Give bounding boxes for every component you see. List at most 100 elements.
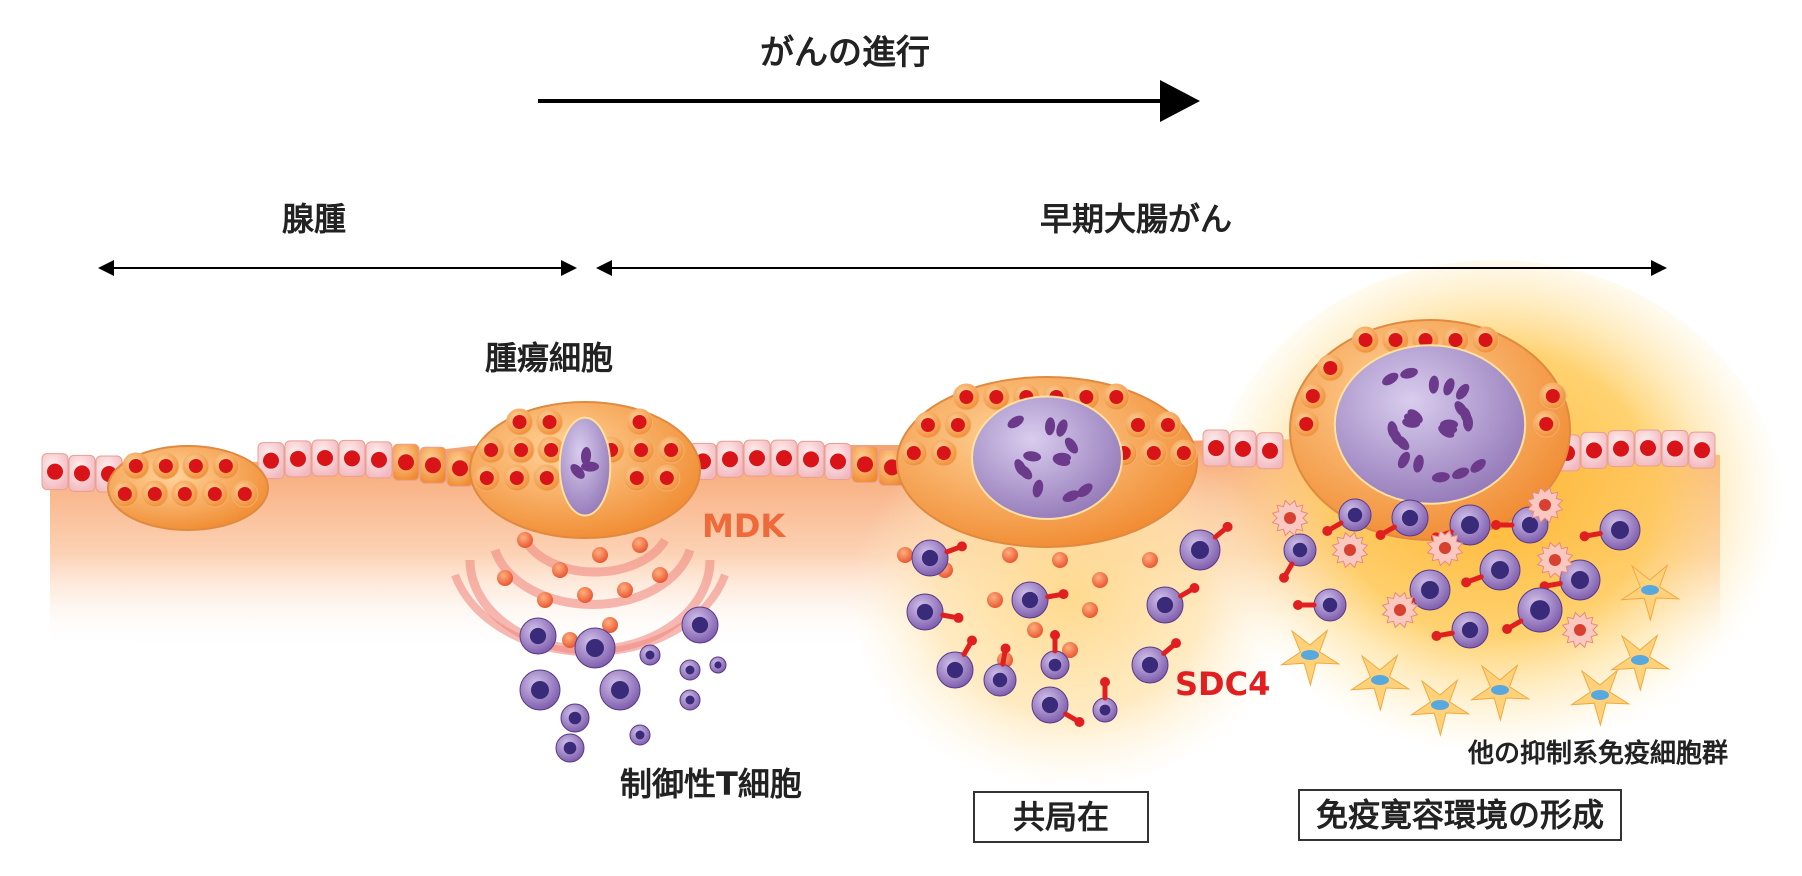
treg-cell: [1146, 583, 1200, 624]
cancer-nucleus: [1014, 459, 1027, 476]
treg-nucleus: [685, 665, 695, 675]
mdk-particle: [632, 537, 648, 553]
cancer-nucleus: [580, 447, 592, 465]
cell-nucleus: [722, 451, 738, 468]
treg-cell: [629, 724, 651, 746]
mdk-particle: [1142, 552, 1158, 568]
cell-nucleus: [1478, 333, 1493, 347]
sdc4-head: [1461, 577, 1472, 588]
cell-nucleus: [1613, 440, 1629, 457]
treg-nucleus: [1292, 542, 1308, 558]
other-suppressive-cells: [1271, 486, 1681, 737]
cell-nucleus: [884, 459, 900, 476]
treg-cell: [1279, 533, 1317, 583]
cell-nucleus: [398, 454, 414, 471]
cancer-nucleus: [1438, 424, 1455, 438]
cancer-nucleus: [1413, 454, 1424, 473]
mdk-particle: [897, 547, 913, 563]
cell-nucleus: [425, 457, 441, 474]
suppressive-cell: [1271, 499, 1309, 537]
sdc4-head: [1431, 630, 1442, 641]
tumor-mound: [1289, 319, 1571, 541]
treg-nucleus: [1421, 581, 1439, 599]
cell-nucleus: [544, 443, 559, 457]
cell-nucleus: [1448, 333, 1463, 347]
cell-nucleus: [989, 390, 1004, 404]
cell-nucleus: [74, 465, 90, 482]
suppressive-cell: [1526, 486, 1564, 524]
cancer-nucleus: [1064, 437, 1079, 454]
cancer-nucleus: [1007, 415, 1024, 429]
stromal-cell: [1469, 663, 1531, 722]
treg-nucleus: [1461, 621, 1479, 639]
cell-nucleus: [263, 452, 279, 469]
cell-nucleus: [147, 487, 162, 501]
adenoma-range-arrow: [98, 260, 577, 276]
treg-nucleus: [916, 603, 934, 621]
sdc4-head: [1579, 531, 1590, 542]
treg-nucleus: [1530, 600, 1550, 620]
treg-cell: [574, 627, 616, 669]
cell-nucleus: [1299, 417, 1314, 431]
cell-nucleus: [959, 390, 974, 404]
treg-cell: [1431, 611, 1489, 649]
mdk-particle: [537, 592, 553, 608]
treg-nucleus: [1099, 704, 1111, 716]
cell-nucleus: [1640, 440, 1656, 457]
sdc4-head: [956, 541, 967, 552]
sdc4-head: [1322, 526, 1333, 536]
suppressive-cell-nucleus: [1394, 604, 1406, 616]
cell-nucleus: [857, 456, 873, 473]
cell-nucleus: [317, 450, 333, 467]
tumor-mound: [107, 445, 269, 531]
cancer-nucleus: [1052, 455, 1071, 466]
cancer-nucleus: [1470, 458, 1486, 473]
cell-nucleus: [47, 463, 63, 480]
cancer-nucleus: [1431, 472, 1450, 483]
sdc4-head: [967, 635, 977, 646]
mdk-particle: [562, 632, 578, 648]
cancer-nucleus: [1045, 417, 1056, 436]
cell-nucleus: [290, 450, 306, 467]
treg-nucleus: [1021, 591, 1039, 609]
treg-cell: [1179, 521, 1233, 571]
cell-nucleus: [830, 453, 846, 470]
cell-nucleus: [479, 471, 494, 485]
mdk-particle: [1062, 642, 1078, 658]
treg-cell: [1031, 686, 1085, 727]
treg-nucleus: [529, 627, 547, 645]
treg-cell: [519, 617, 557, 655]
cell-nucleus: [128, 459, 143, 473]
cell-nucleus: [371, 451, 387, 468]
cell-nucleus: [344, 450, 360, 467]
mdk-particle: [1082, 602, 1098, 618]
treg-cell: [936, 635, 977, 689]
treg-nucleus: [1347, 507, 1363, 523]
treg-cell: [1293, 588, 1347, 622]
treg-nucleus: [921, 549, 939, 567]
treg-nucleus: [1401, 509, 1419, 527]
sdc4-head: [1171, 638, 1182, 649]
treg-nucleus: [1611, 521, 1629, 539]
cancer-nucleus: [1032, 479, 1044, 498]
stromal-cell: [1409, 678, 1471, 737]
cell-nucleus: [1545, 389, 1560, 403]
mdk-particle: [577, 587, 593, 603]
treg-nucleus: [714, 661, 722, 669]
treg-cell: [555, 733, 585, 763]
suppressive-cell: [1331, 531, 1369, 569]
cancer-nucleus: [1077, 483, 1093, 498]
mdk-particle: [1092, 572, 1108, 588]
cancer-cell-cluster: [971, 395, 1123, 520]
stromal-cell-nucleus: [1591, 690, 1609, 700]
sdc4-head: [1502, 624, 1513, 634]
treg-cell: [639, 644, 661, 666]
cell-nucleus: [1079, 390, 1094, 404]
tumor-mound: [469, 401, 701, 539]
mdk-particle: [1002, 547, 1018, 563]
treg-cell: [560, 703, 590, 733]
treg-nucleus: [645, 650, 655, 660]
stromal-cell-nucleus: [1431, 700, 1449, 710]
treg-nucleus: [1491, 561, 1509, 579]
cancer-nucleus: [1443, 378, 1455, 396]
